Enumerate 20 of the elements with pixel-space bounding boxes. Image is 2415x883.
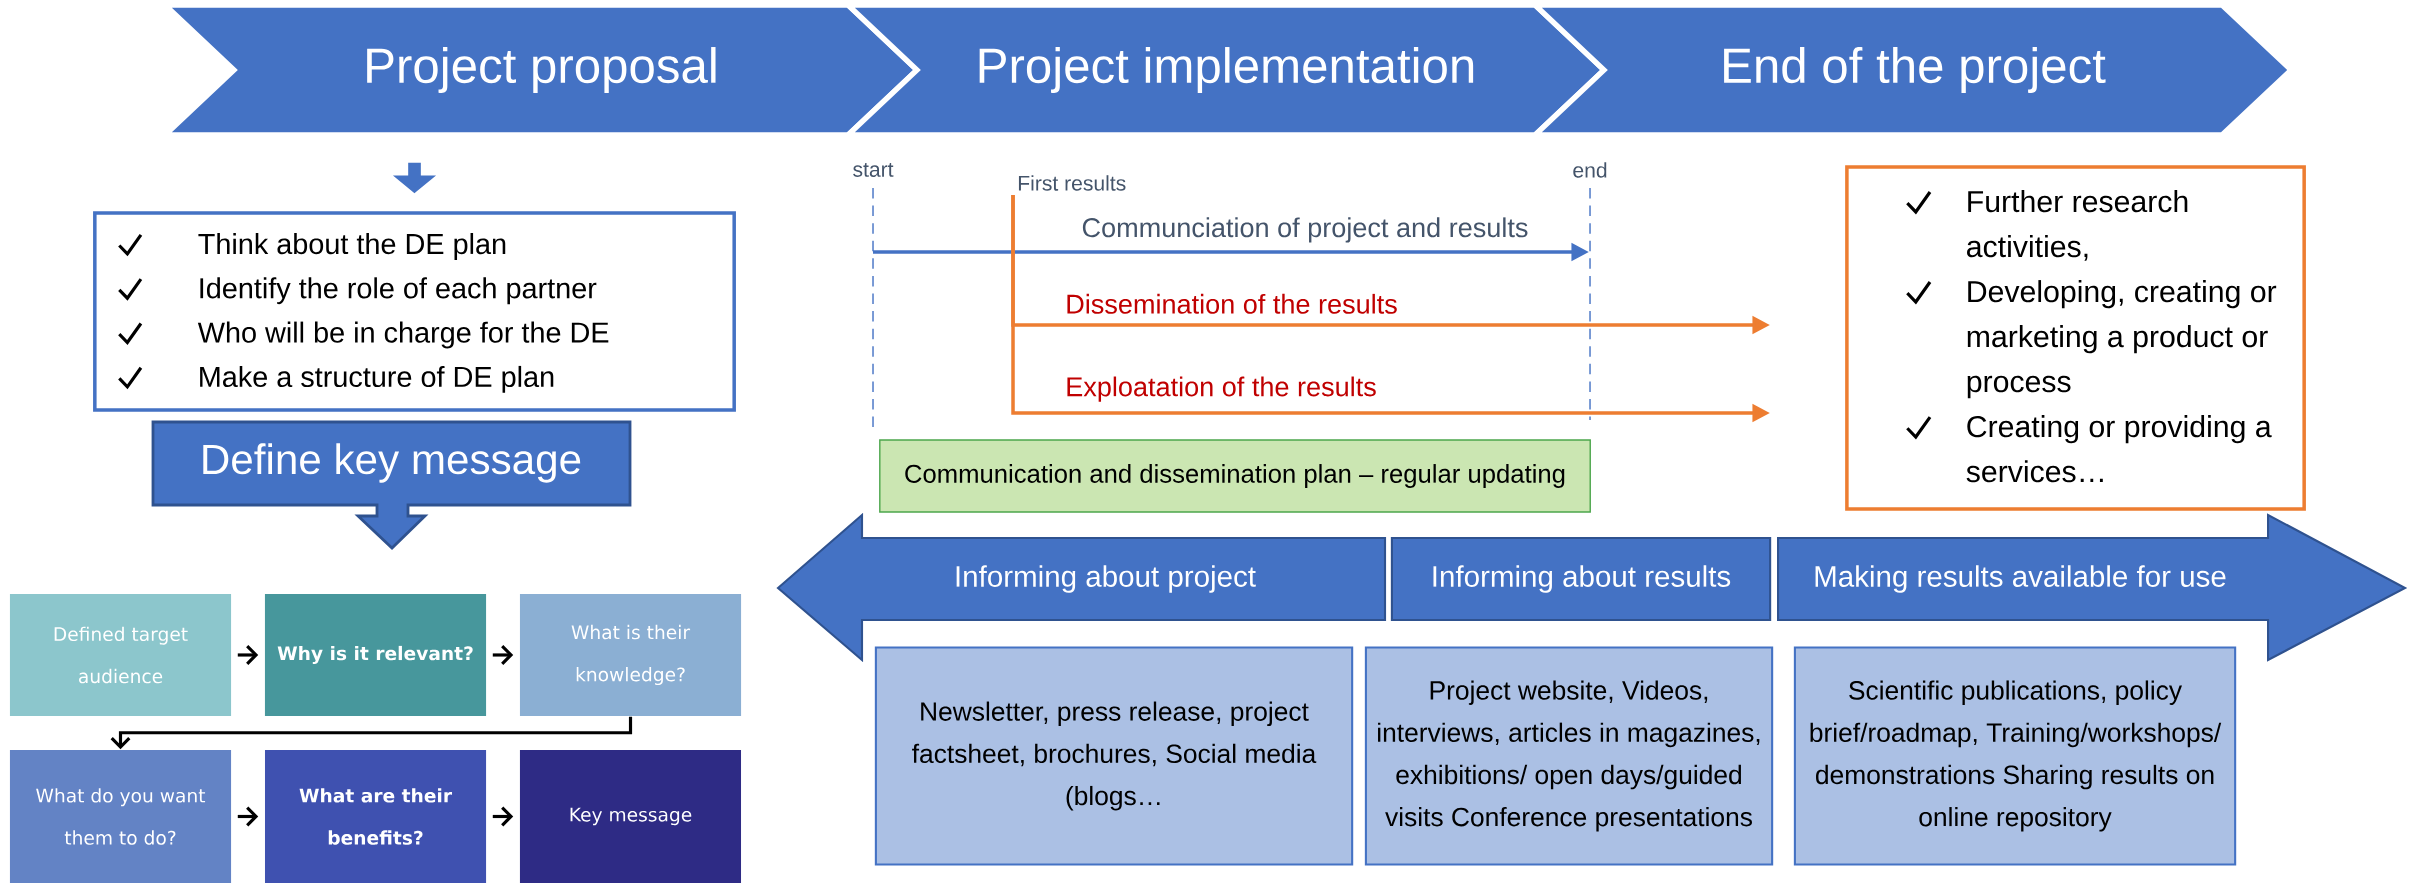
checklist-box: Further research activities, Developing, creating or marketing a product or process Creating or providing a services… [1845,165,2306,511]
plan-box: Communication and dissemination plan – regular updating [879,439,1591,513]
phase-banner: Informing about results [1390,536,1772,622]
timeline-label: First results [1018,175,1126,191]
step-box: What are their benefits? [264,749,487,883]
checklist-box: Think about the DE plan Identify the role of each partner Who will be in charge for the DE Make a structure of DE plan [93,211,736,412]
callout-box: Define key message [151,420,632,550]
arrow [110,716,633,750]
edge-label: Communciation of project and results [1078,213,1533,247]
step-box: What is their knowledge? [519,593,742,717]
content-box: Project website, Videos, interviews, articles in magazines, exhibitions/ open days/guided visits Conference presentations [1364,646,1774,866]
edge-label: Exploatation of the results [1061,373,1381,406]
phase-banner: Making results available for use [1776,513,2408,662]
edge-label: Dissemination of the results [1061,290,1402,318]
step-box: Why is it relevant? [264,593,487,717]
step-box: Key message [519,749,742,883]
step-box: What do you want them to do? [9,749,232,883]
step-box: Defined target audience [9,593,232,717]
content-box: Scientific publications, policy brief/roadmap, Training/workshops/ demonstrations Sharing results on online repository [1793,646,2237,866]
content-box: Newsletter, press release, project factsheet, brochures, Social media (blogs… [874,646,1354,866]
